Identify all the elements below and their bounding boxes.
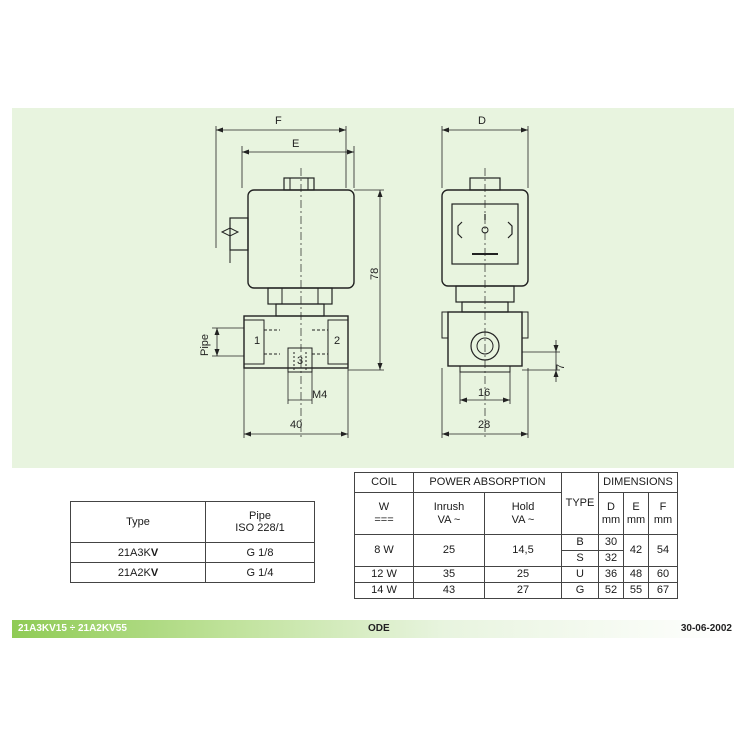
type-suffix: V [150,546,159,559]
f-cell: 60 [648,566,678,583]
dimensions-header: DIMENSIONS [598,472,678,493]
dim-m4-label: M4 [312,389,327,401]
table-row: 8 W 25 14,5 B 30 42 54 [354,534,678,567]
dim-pipe-label: Pipe [199,334,211,356]
d-cell: 36 [598,566,624,583]
technical-drawing: F E D 78 Pipe M4 40 28 16 7 1 2 3 [12,108,734,468]
dim-16-label: 16 [478,387,490,399]
table-row: 14 W 43 27 G 52 55 67 [354,582,678,599]
type-header: TYPE [561,472,599,535]
inrush-header: Inrush VA ~ [413,492,485,535]
d-cell: 32 [598,550,624,567]
d-label: D [607,500,615,513]
coil-cell: 8 W [354,534,414,567]
type-pipe-table: Type Pipe ISO 228/1 21A3KV G 1/8 21A2KV … [70,501,315,583]
e-unit: mm [626,513,646,526]
f-cell: 67 [648,582,678,599]
table-row: S 32 [355,550,678,567]
d-cell: 52 [598,582,624,599]
footer-date: 30-06-2002 [680,623,732,634]
f-unit: mm [653,513,673,526]
d-header: D mm [598,492,624,535]
w-header-symbol: === [374,513,394,526]
dim-f-label: F [275,115,282,127]
hold-label: Hold [511,500,535,513]
hold-header: Hold VA ~ [484,492,562,535]
f-cell: 54 [648,534,678,567]
dim-e-label: E [292,138,299,150]
inrush-cell: 43 [413,582,485,599]
hold-cell: 14,5 [484,534,562,567]
f-header: F mm [648,492,678,535]
type-cell: G [561,582,599,599]
coil-cell: 12 W [354,566,414,583]
hold-unit: VA ~ [511,513,535,526]
dim-40-label: 40 [290,419,302,431]
pipe-header: Pipe ISO 228/1 [205,501,315,543]
d-cell: 30 [598,534,624,551]
w-header: W === [354,492,414,535]
pipe-cell: G 1/4 [205,562,315,583]
inrush-unit: VA ~ [437,513,461,526]
e-cell: 48 [623,566,649,583]
power-absorption-header: POWER ABSORPTION [413,472,562,493]
inrush-cell: 35 [413,566,485,583]
hold-cell: 25 [484,566,562,583]
coil-power-dimensions-table: COIL POWER ABSORPTION TYPE DIMENSIONS W … [354,472,678,599]
port-3-label: 3 [297,355,303,367]
e-cell: 55 [623,582,649,599]
f-label: F [659,500,667,513]
inrush-label: Inrush [433,500,465,513]
table-row: 21A3KV G 1/8 [70,542,315,563]
inrush-cell: 25 [413,534,485,567]
type-cell: 21A2KV [70,562,206,583]
d-unit: mm [601,513,621,526]
port-2-label: 2 [334,335,340,347]
footer-bar: 21A3KV15 ÷ 21A2KV55 ODE 30-06-2002 [12,620,734,638]
e-header: E mm [623,492,649,535]
w-header-label: W [378,500,390,513]
type-cell: B [561,534,599,551]
hold-cell: 27 [484,582,562,599]
e-cell: 42 [623,534,649,567]
port-1-label: 1 [254,335,260,347]
type-header: Type [70,501,206,543]
type-prefix: 21A2K [117,566,151,579]
type-cell: 21A3KV [70,542,206,563]
pipe-header-line1: Pipe [248,510,272,522]
table-row: 21A2KV G 1/4 [70,562,315,583]
e-label: E [632,500,640,513]
table-row: 12 W 35 25 U 36 48 60 [354,566,678,583]
coil-cell: 14 W [354,582,414,599]
dim-7-label: 7 [555,364,567,370]
coil-header: COIL [354,472,414,493]
type-prefix: 21A3K [117,546,151,559]
valve-drawing-svg: F E D 78 Pipe M4 40 28 16 7 1 2 3 [199,115,567,438]
type-cell: S [561,550,599,567]
footer-brand: ODE [368,623,390,634]
pipe-cell: G 1/8 [205,542,315,563]
type-cell: U [561,566,599,583]
pipe-header-line2: ISO 228/1 [235,522,285,534]
dim-d-label: D [478,115,486,127]
dim-78-label: 78 [369,268,381,280]
dim-28-label: 28 [478,419,490,431]
type-suffix: V [150,566,159,579]
footer-model-range: 21A3KV15 ÷ 21A2KV55 [18,623,127,634]
